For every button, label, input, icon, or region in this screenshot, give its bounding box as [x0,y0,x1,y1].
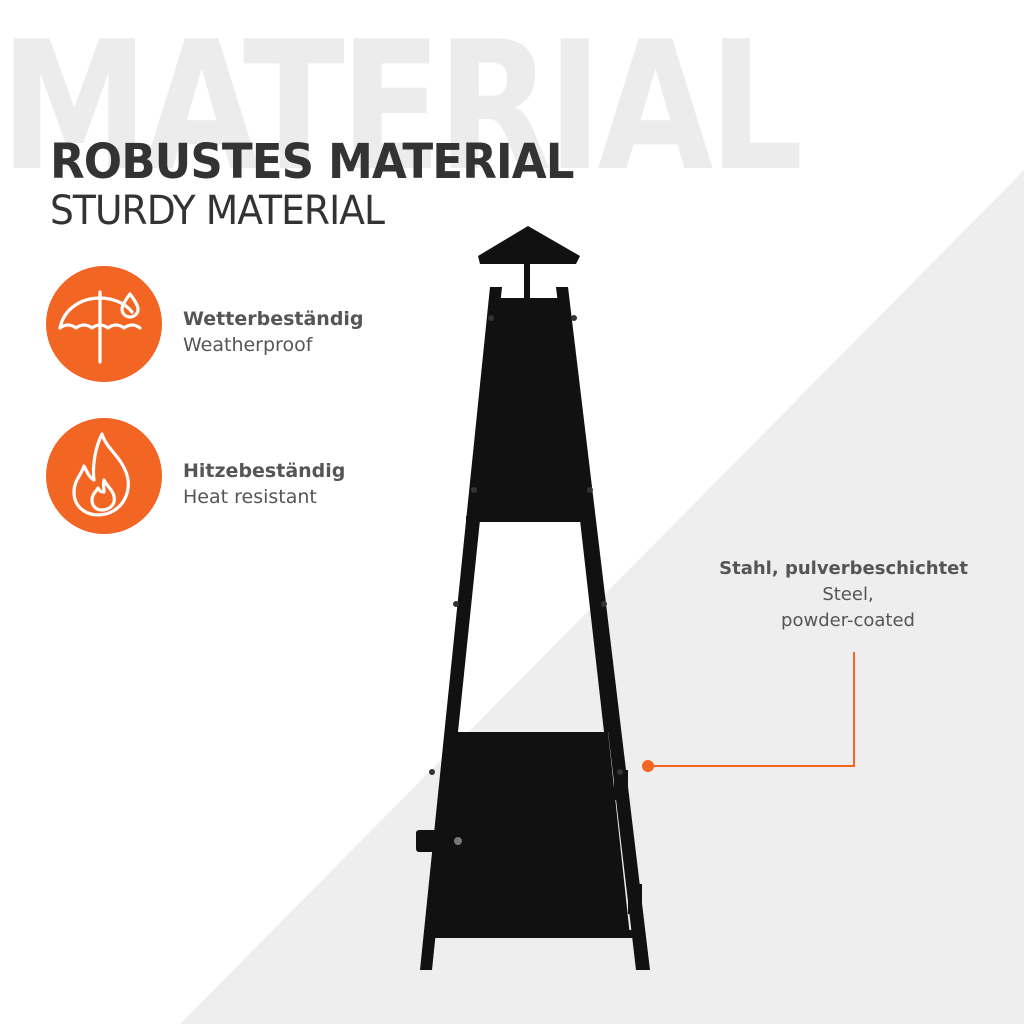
heat-resistant-badge [46,418,162,534]
flame-icon [72,432,130,517]
umbrella-rain-icon [58,290,142,364]
material-callout: Stahl, pulverbeschichtet Steel, powder-c… [668,556,968,634]
callout-label-en-2: powder-coated [781,610,915,631]
feature-weatherproof: Wetterbeständig Weatherproof [183,306,364,358]
page-title: ROBUSTES MATERIAL [50,134,575,190]
page-subtitle: STURDY MATERIAL [50,188,385,234]
feature-label-en: Weatherproof [183,334,313,356]
feature-heat-resistant: Hitzebeständig Heat resistant [183,458,345,510]
feature-label-en: Heat resistant [183,486,317,508]
callout-label-de: Stahl, pulverbeschichtet [719,558,968,579]
feature-label-de: Wetterbeständig [183,308,364,330]
feature-label-de: Hitzebeständig [183,460,346,482]
weatherproof-badge [46,266,162,382]
watermark-text: MATERIAL [0,3,804,210]
callout-label-en-1: Steel, [822,584,874,605]
